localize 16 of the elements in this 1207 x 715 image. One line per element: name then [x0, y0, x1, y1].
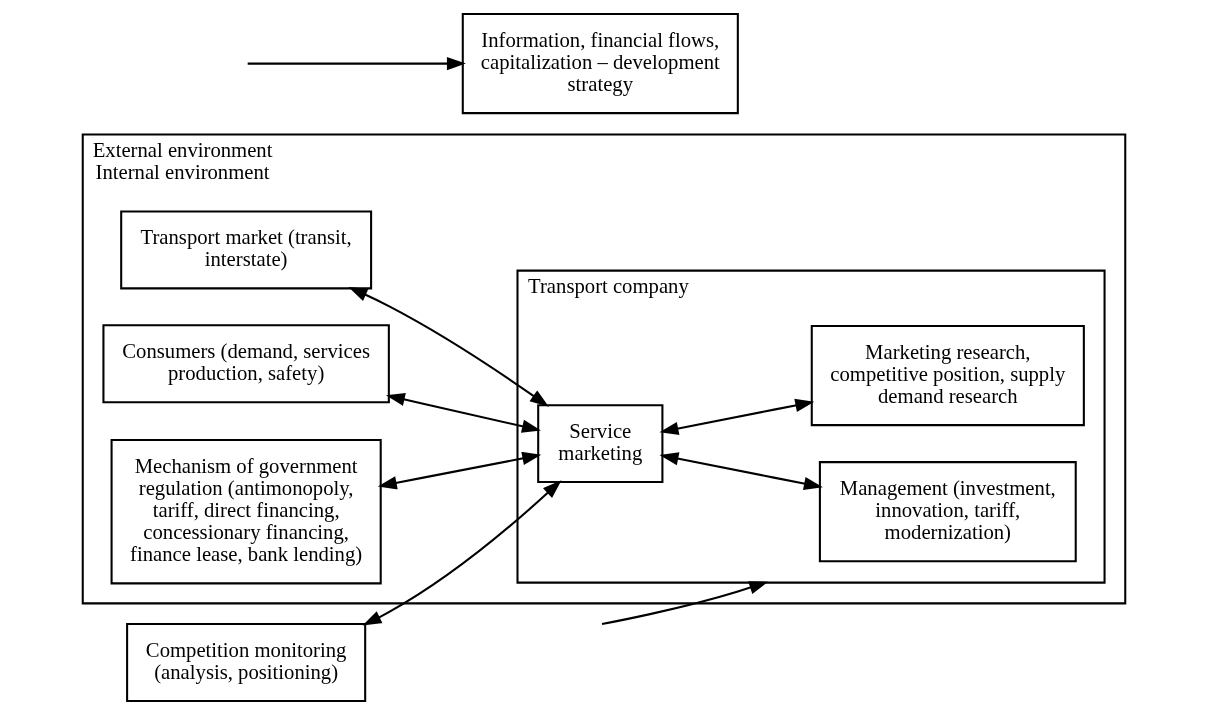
arrow [601, 581, 768, 625]
node-box: Mechanism of government regulation (antimonopoly, tariff, direct financing, concessionary financing, finance lease, bank lending) [110, 438, 382, 585]
node-box: Transport market (transit, interstate) [119, 210, 372, 290]
arrow [659, 452, 823, 491]
node-box: Service marketing [536, 404, 663, 484]
node-box: Marketing research, competitive position, supply demand research [810, 325, 1085, 427]
arrow [377, 451, 541, 490]
arrow [347, 287, 549, 407]
node-box: Consumers (demand, services production, safety) [101, 324, 390, 404]
node-box: Information, financial flows, capitalization – development strategy [461, 13, 739, 115]
arrow [247, 56, 466, 71]
node-box: Competition monitoring (analysis, positioning) [125, 623, 366, 702]
arrow [659, 398, 814, 436]
arrow [385, 392, 541, 433]
arrow [362, 480, 561, 626]
node-box: Management (investment, innovation, tariff, modernization) [818, 461, 1077, 563]
